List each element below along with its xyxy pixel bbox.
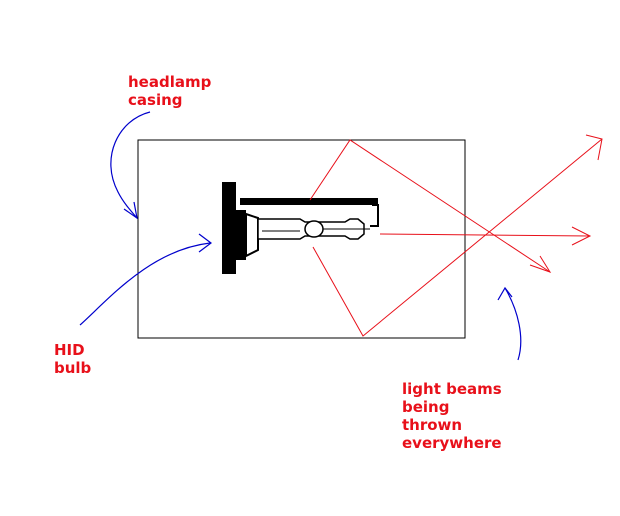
headlamp-casing — [137, 139, 466, 339]
bulb-base-plate — [222, 182, 236, 274]
hid-bulb-label: HID bulb — [54, 341, 91, 377]
hid-bulb-label-line2: bulb — [54, 359, 92, 377]
headlamp-casing-label-line2: casing — [128, 91, 183, 109]
headlamp-casing-label: headlamp casing — [128, 73, 211, 109]
light-beams — [309, 134, 603, 337]
bulb-pointer-arrow — [79, 242, 211, 326]
hid-bulb — [222, 182, 379, 274]
pointer-arrows — [79, 111, 522, 361]
casing-pointer-arrow — [110, 111, 151, 219]
light-beam-arrowhead-upper — [585, 134, 603, 161]
light-beams-label: light beams being thrown everywhere — [402, 380, 502, 452]
bulb-return-wire — [370, 204, 379, 227]
bulb-collar — [245, 212, 259, 258]
headlamp-casing-label-line1: headlamp — [128, 73, 212, 91]
light-beam-lower — [312, 138, 603, 337]
light-beam-center — [379, 233, 591, 237]
light-beams-label-line3: thrown — [402, 416, 463, 434]
light-beam-arrowhead-center — [571, 226, 592, 246]
bulb-top-shield — [240, 198, 378, 205]
light-beam-upper — [309, 139, 551, 273]
beams-pointer-arrowhead — [497, 286, 513, 301]
hid-bulb-label-line1: HID — [54, 341, 85, 359]
bulb-arc-capsule — [304, 220, 324, 238]
light-beams-label-line2: being — [402, 398, 450, 416]
beams-pointer-arrow — [504, 287, 522, 361]
light-beam-arrowhead-lower — [529, 255, 552, 273]
light-beams-label-line4: everywhere — [402, 434, 502, 452]
casing-pointer-arrowhead — [123, 201, 138, 220]
bulb-pointer-arrowhead — [198, 233, 212, 253]
bulb-mount-block — [234, 210, 246, 260]
light-beams-label-line1: light beams — [402, 380, 502, 398]
